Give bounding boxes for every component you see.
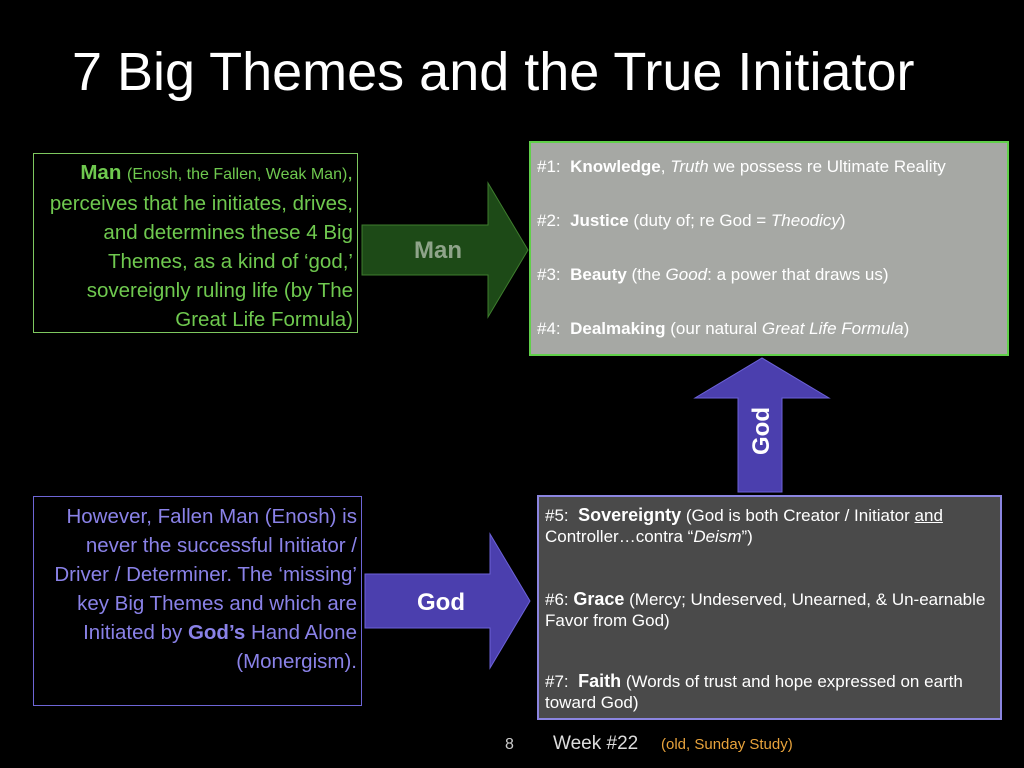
theme-6-num: #6: — [545, 590, 569, 609]
god-themes-box: #5: Sovereignty (God is both Creator / I… — [537, 495, 1002, 720]
theme-7-a: (Words of trust and hope expressed on ea… — [545, 672, 963, 712]
theme-5-num: #5: — [545, 506, 569, 525]
man-themes-box: #1: Knowledge, Truth we possess re Ultim… — [529, 141, 1009, 356]
god-arrow-label: God — [417, 589, 465, 616]
theme-5-c: ”) — [741, 527, 753, 546]
slide-number: 8 — [505, 736, 514, 753]
theme-2: #2: Justice (duty of; re God = Theodicy) — [537, 211, 1007, 265]
theme-4: #4: Dealmaking (our natural Great Life F… — [537, 319, 1007, 373]
man-description: perceives that he initiates, drives, and… — [49, 192, 353, 331]
theme-6: #6: Grace (Mercy; Undeserved, Unearned, … — [545, 589, 994, 631]
theme-3-name: Beauty — [570, 265, 627, 284]
theme-1-num: #1: — [537, 157, 561, 176]
man-arrow-label: Man — [414, 237, 462, 264]
theme-5-a: (God is both Creator / Initiator — [681, 506, 915, 525]
man-lead: Man — [80, 161, 122, 184]
theme-2-desc: ) — [839, 211, 846, 230]
theme-7: #7: Faith (Words of trust and hope expre… — [545, 671, 994, 713]
footer-note: (old, Sunday Study) — [661, 736, 793, 753]
theme-5: #5: Sovereignty (God is both Creator / I… — [545, 505, 994, 547]
theme-5-underline: and — [914, 506, 943, 525]
theme-7-num: #7: — [545, 672, 569, 691]
man-comma: , — [347, 161, 353, 184]
theme-3-num: #3: — [537, 265, 561, 284]
theme-2-name: Justice — [570, 211, 629, 230]
theme-2-pre: (duty of; re God = — [628, 211, 771, 230]
theme-4-italic: Great Life Formula — [761, 319, 904, 338]
god-strong: God’s — [187, 621, 246, 644]
page-title: 7 Big Themes and the True Initiator — [72, 42, 915, 102]
theme-5-italic: Deism — [693, 527, 742, 546]
theme-1-desc: we possess re Ultimate Reality — [708, 157, 946, 176]
theme-5-b: Controller…contra “ — [545, 527, 694, 546]
god-text-2: Hand Alone (Monergism). — [236, 621, 357, 673]
man-paren: (Enosh, the Fallen, Weak Man) — [127, 166, 348, 183]
week-label: Week #22 — [553, 733, 639, 754]
theme-1-name: Knowledge — [570, 157, 661, 176]
man-arrow — [361, 181, 529, 319]
theme-3-pre: (the — [626, 265, 666, 284]
up-arrow-label: God — [748, 407, 775, 455]
god-initiator-box: However, Fallen Man (Enosh) is never the… — [33, 496, 362, 706]
man-perception-box: Man (Enosh, the Fallen, Weak Man), perce… — [33, 153, 358, 333]
theme-1-italic: Truth — [670, 157, 709, 176]
theme-3: #3: Beauty (the Good: a power that draws… — [537, 265, 1007, 319]
theme-4-pre: (our natural — [665, 319, 762, 338]
theme-7-name: Faith — [578, 671, 622, 691]
theme-6-name: Grace — [573, 589, 625, 609]
theme-3-italic: Good — [665, 265, 708, 284]
god-arrow — [364, 532, 531, 670]
theme-2-num: #2: — [537, 211, 561, 230]
theme-6-a: (Mercy; Undeserved, Unearned, & Un-earna… — [545, 590, 986, 630]
up-arrow — [693, 357, 831, 493]
theme-4-num: #4: — [537, 319, 561, 338]
theme-1-sep: , — [660, 157, 666, 176]
god-text-1: However, Fallen Man (Enosh) is never the… — [54, 505, 357, 644]
theme-1: #1: Knowledge, Truth we possess re Ultim… — [537, 157, 1007, 211]
theme-5-name: Sovereignty — [578, 505, 682, 525]
theme-4-desc: ) — [903, 319, 910, 338]
theme-3-desc: : a power that draws us) — [707, 265, 889, 284]
theme-2-italic: Theodicy — [770, 211, 840, 230]
theme-4-name: Dealmaking — [570, 319, 666, 338]
